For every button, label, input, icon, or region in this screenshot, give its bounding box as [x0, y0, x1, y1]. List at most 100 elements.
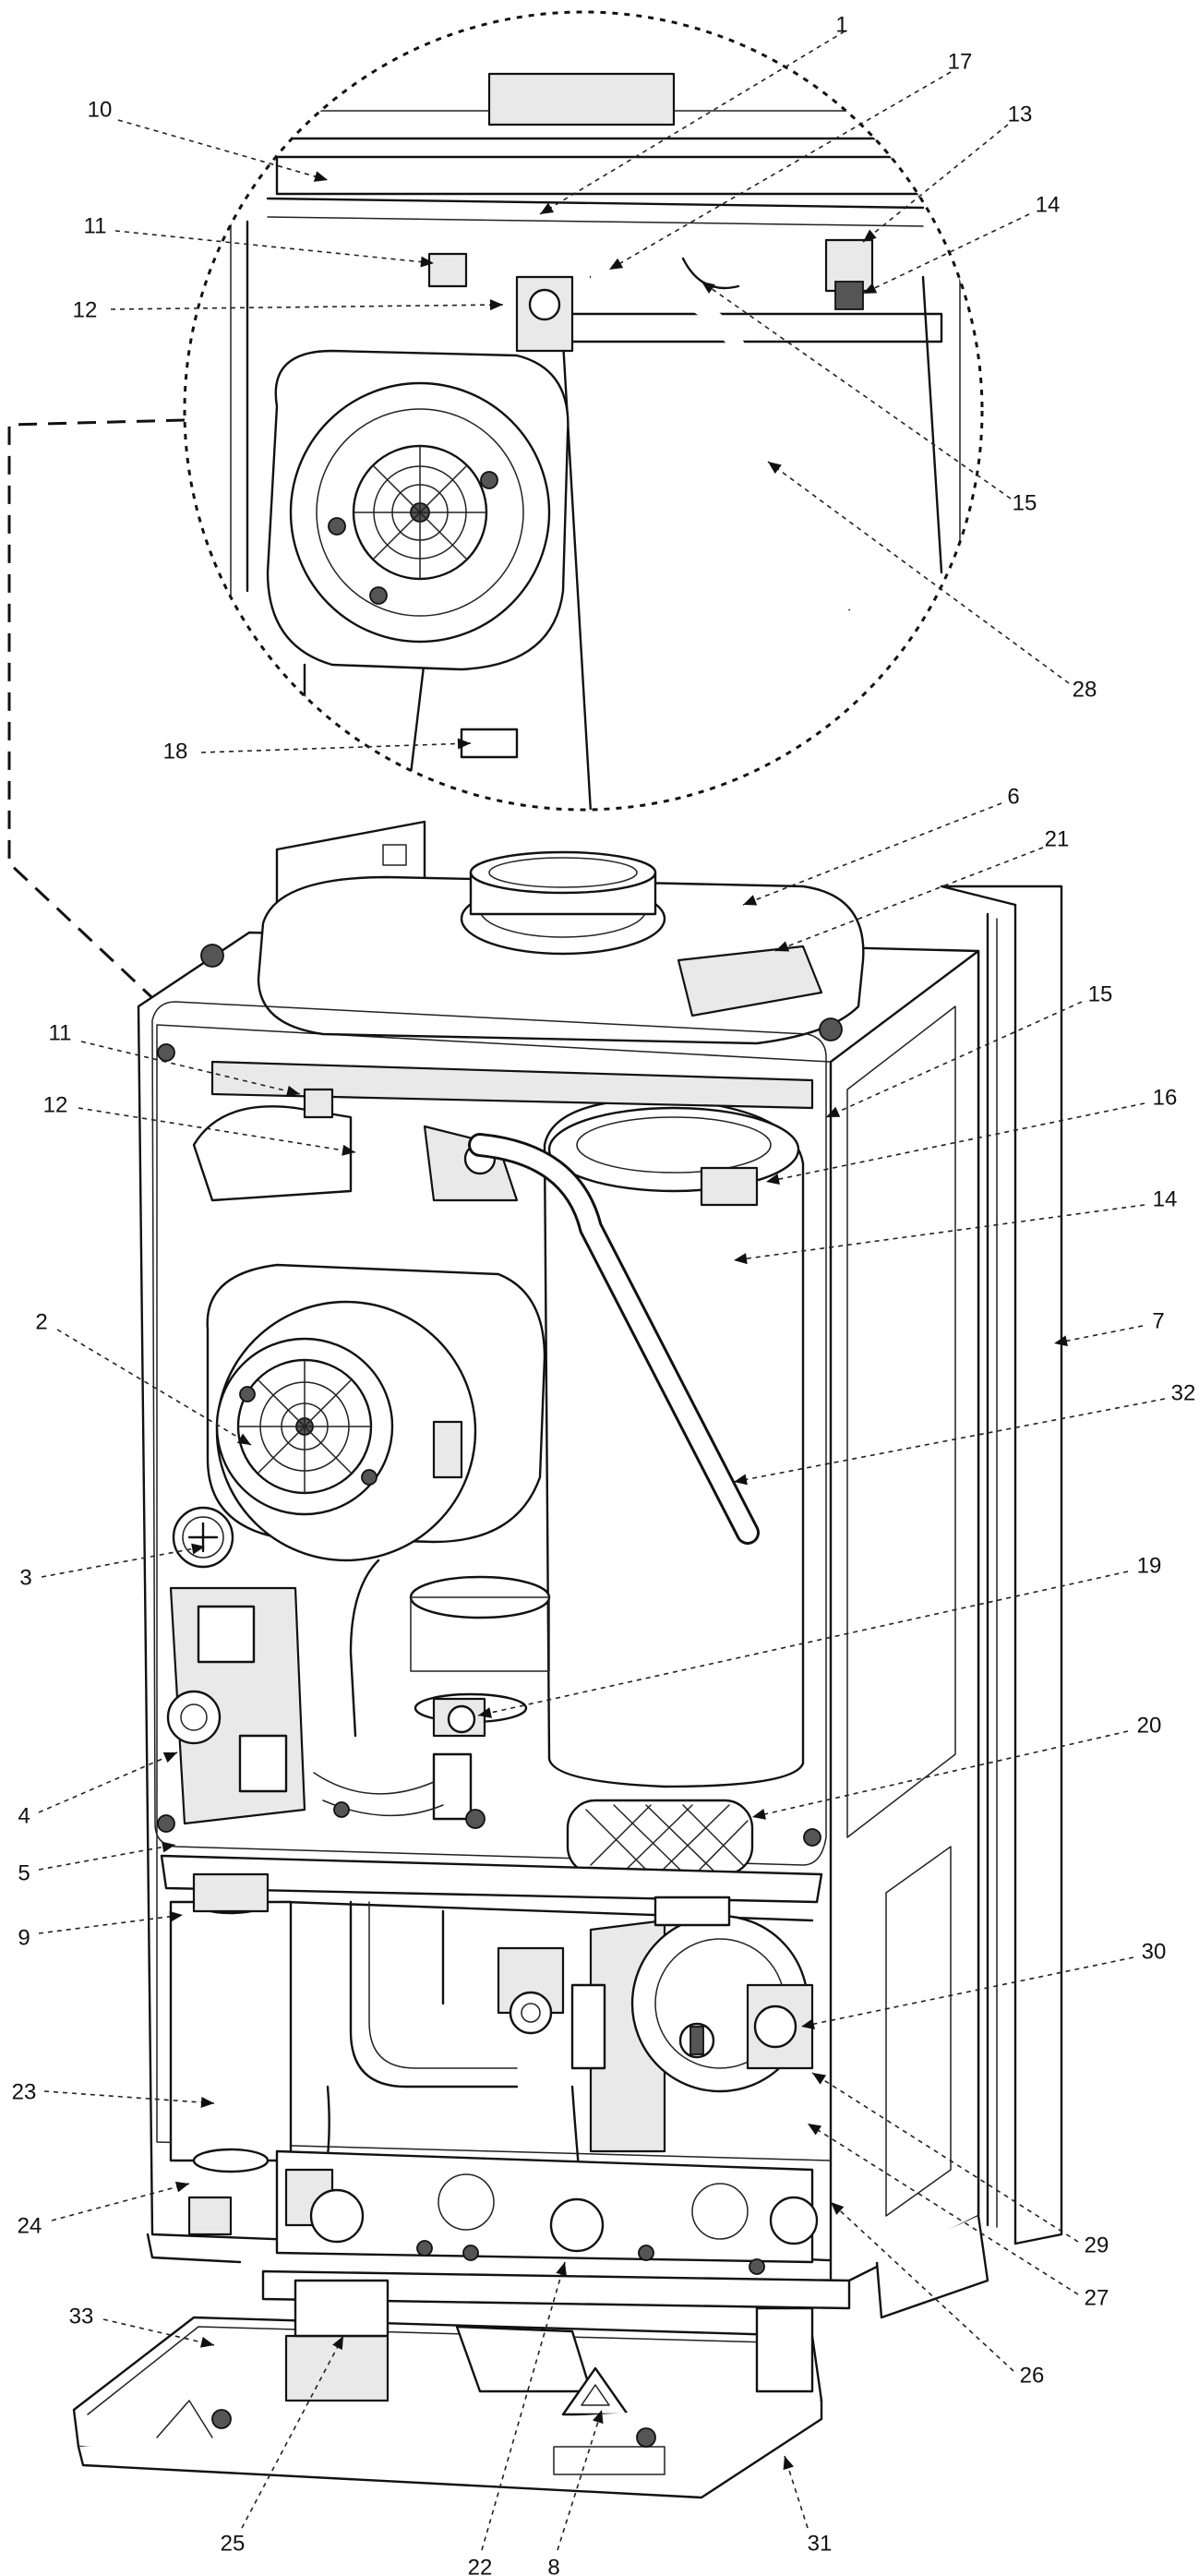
leader-17 [608, 71, 952, 271]
leader-30 [800, 1956, 1134, 2028]
arrowhead-27 [808, 2124, 822, 2136]
arrowhead-22 [556, 2262, 567, 2277]
leader-23 [43, 2090, 215, 2104]
callout-label-28: 28 [1073, 677, 1097, 702]
inset-connector [7, 418, 242, 1082]
callout-label-22: 22 [468, 2555, 493, 2576]
callout-label-29: 29 [1085, 2233, 1109, 2257]
leader-31 [784, 2455, 809, 2529]
leader-27 [807, 2123, 1079, 2295]
callout-label-31: 31 [808, 2531, 833, 2556]
callout-label-32: 32 [1171, 1380, 1196, 1405]
callout-label-30: 30 [1142, 1939, 1167, 1964]
callout-label-12a: 12 [73, 297, 98, 322]
leader-13 [862, 124, 1009, 243]
callout-label-26: 26 [1020, 2363, 1045, 2388]
arrowhead-18 [457, 738, 471, 750]
arrowhead-4 [162, 1752, 177, 1763]
arrowhead-11a [420, 256, 434, 268]
callout-leaders [38, 30, 1166, 2551]
callout-label-21: 21 [1045, 826, 1070, 851]
leader-8 [557, 2409, 603, 2551]
arrowhead-25 [332, 2336, 343, 2351]
arrowhead-6 [743, 895, 758, 906]
arrowhead-29 [812, 2073, 827, 2085]
arrowhead-13 [863, 229, 877, 242]
callout-label-18: 18 [163, 739, 188, 764]
callout-label-17: 17 [948, 49, 973, 74]
callout-label-24: 24 [18, 2213, 42, 2238]
arrowhead-8 [593, 2410, 604, 2425]
callout-label-8: 8 [547, 2555, 559, 2576]
callout-label-19: 19 [1137, 1553, 1162, 1578]
callout-label-13: 13 [1008, 102, 1033, 126]
leader-22 [481, 2261, 566, 2551]
arrowhead-7 [1054, 1335, 1068, 1347]
leader-11b [80, 1041, 301, 1095]
arrowhead-5 [162, 1841, 175, 1853]
leader-28 [767, 461, 1070, 684]
leader-11a [114, 230, 435, 264]
leader-4 [38, 1751, 178, 1813]
callout-label-15b: 15 [1088, 981, 1113, 1006]
leader-15b [825, 1001, 1083, 1118]
arrowhead-16 [766, 1174, 780, 1186]
callout-label-5: 5 [18, 1860, 30, 1885]
callout-label-4: 4 [18, 1803, 30, 1828]
callout-label-11b: 11 [49, 1020, 72, 1045]
leader-15a [701, 281, 1012, 500]
callout-label-3: 3 [19, 1565, 31, 1590]
leader-6 [742, 802, 1002, 906]
arrowhead-15b [826, 1106, 841, 1117]
leader-2 [56, 1329, 252, 1446]
leader-10 [117, 119, 329, 181]
leader-18 [200, 742, 472, 753]
leader-14a [862, 213, 1030, 295]
leader-19 [477, 1571, 1129, 1716]
leader-1 [539, 30, 845, 215]
arrowhead-23 [200, 2097, 214, 2108]
detail-inset [183, 10, 984, 812]
leader-3 [41, 1546, 206, 1578]
arrowhead-17 [609, 258, 624, 270]
callout-label-6: 6 [1007, 784, 1019, 809]
callout-label-33: 33 [69, 2304, 94, 2329]
callout-label-23: 23 [12, 2079, 37, 2104]
callout-label-16: 16 [1153, 1085, 1178, 1110]
arrowhead-14b [734, 1253, 748, 1265]
callout-label-12b: 12 [43, 1092, 68, 1117]
arrowhead-14a [863, 283, 878, 294]
callout-label-7: 7 [1152, 1308, 1164, 1333]
callout-label-11a: 11 [84, 213, 107, 238]
callout-label-15a: 15 [1013, 490, 1037, 515]
leader-33 [102, 2318, 215, 2346]
arrowhead-31 [783, 2456, 794, 2471]
leader-12b [78, 1107, 356, 1153]
arrowhead-26 [831, 2202, 845, 2215]
leader-21 [774, 847, 1044, 952]
arrowhead-20 [752, 1809, 766, 1820]
arrowhead-15a [701, 282, 715, 294]
callout-label-14a: 14 [1036, 192, 1061, 217]
leader-26 [830, 2201, 1014, 2372]
callout-label-20: 20 [1137, 1713, 1162, 1738]
leader-14b [733, 1204, 1145, 1261]
callout-label-9: 9 [18, 1925, 30, 1950]
arrowhead-11b [285, 1085, 300, 1097]
leader-12a [110, 304, 504, 310]
callout-label-25: 25 [221, 2531, 246, 2556]
arrowhead-19 [478, 1707, 492, 1718]
arrowhead-1 [540, 202, 555, 214]
arrowhead-21 [775, 941, 790, 952]
callout-label-2: 2 [35, 1309, 47, 1334]
callout-label-1: 1 [835, 12, 847, 37]
arrowhead-2 [236, 1433, 251, 1445]
arrowhead-12a [489, 299, 503, 311]
leader-9 [38, 1914, 184, 1934]
arrowhead-24 [174, 2181, 189, 2193]
arrowhead-30 [801, 2018, 815, 2030]
arrowhead-28 [768, 462, 782, 475]
arrowhead-12b [342, 1144, 355, 1156]
